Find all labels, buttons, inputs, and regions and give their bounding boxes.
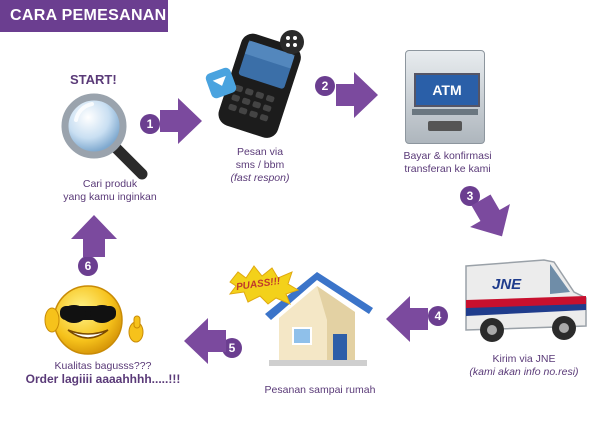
atm-machine: ATM — [405, 50, 485, 144]
atm-screen: ATM — [414, 73, 480, 107]
step-4-caption: Kirim via JNE (kami akan info no.resi) — [469, 353, 579, 378]
arrow-left-icon — [184, 318, 226, 364]
arrow-right-icon — [160, 98, 202, 144]
step-1-badge: 1 — [140, 114, 160, 134]
house-icon — [265, 272, 373, 366]
arrow-up-icon — [71, 215, 117, 257]
step-3-caption: Bayar & konfirmasi transferan ke kami — [403, 150, 492, 175]
step-5-badge: 5 — [222, 338, 242, 358]
delivery-van-icon — [465, 259, 587, 342]
jne-logo: JNE — [492, 276, 522, 293]
step-6-caption: Kualitas bagusss??? Order lagiiii aaaahh… — [25, 360, 181, 386]
start-label: START! — [70, 72, 117, 87]
arrow-right-icon — [336, 72, 378, 118]
arrow-left-icon — [386, 296, 428, 342]
page-title: CARA PEMESANAN — [0, 0, 168, 32]
step-2-caption: Pesan via sms / bbm (fast respon) — [230, 146, 290, 184]
step-2-badge: 2 — [315, 76, 335, 96]
step-4-badge: 4 — [428, 306, 448, 326]
arrow-down-icon — [470, 194, 510, 237]
step-6-badge: 6 — [78, 256, 98, 276]
phone-icon — [205, 30, 304, 138]
step-5-caption: Pesanan sampai rumah — [264, 384, 376, 396]
smiley-sunglasses-icon — [44, 285, 144, 355]
step-3-badge: 3 — [460, 186, 480, 206]
magnifier-icon — [61, 93, 148, 180]
step-1-caption: Cari produk yang kamu inginkan — [63, 178, 157, 203]
burst-icon — [228, 265, 300, 305]
